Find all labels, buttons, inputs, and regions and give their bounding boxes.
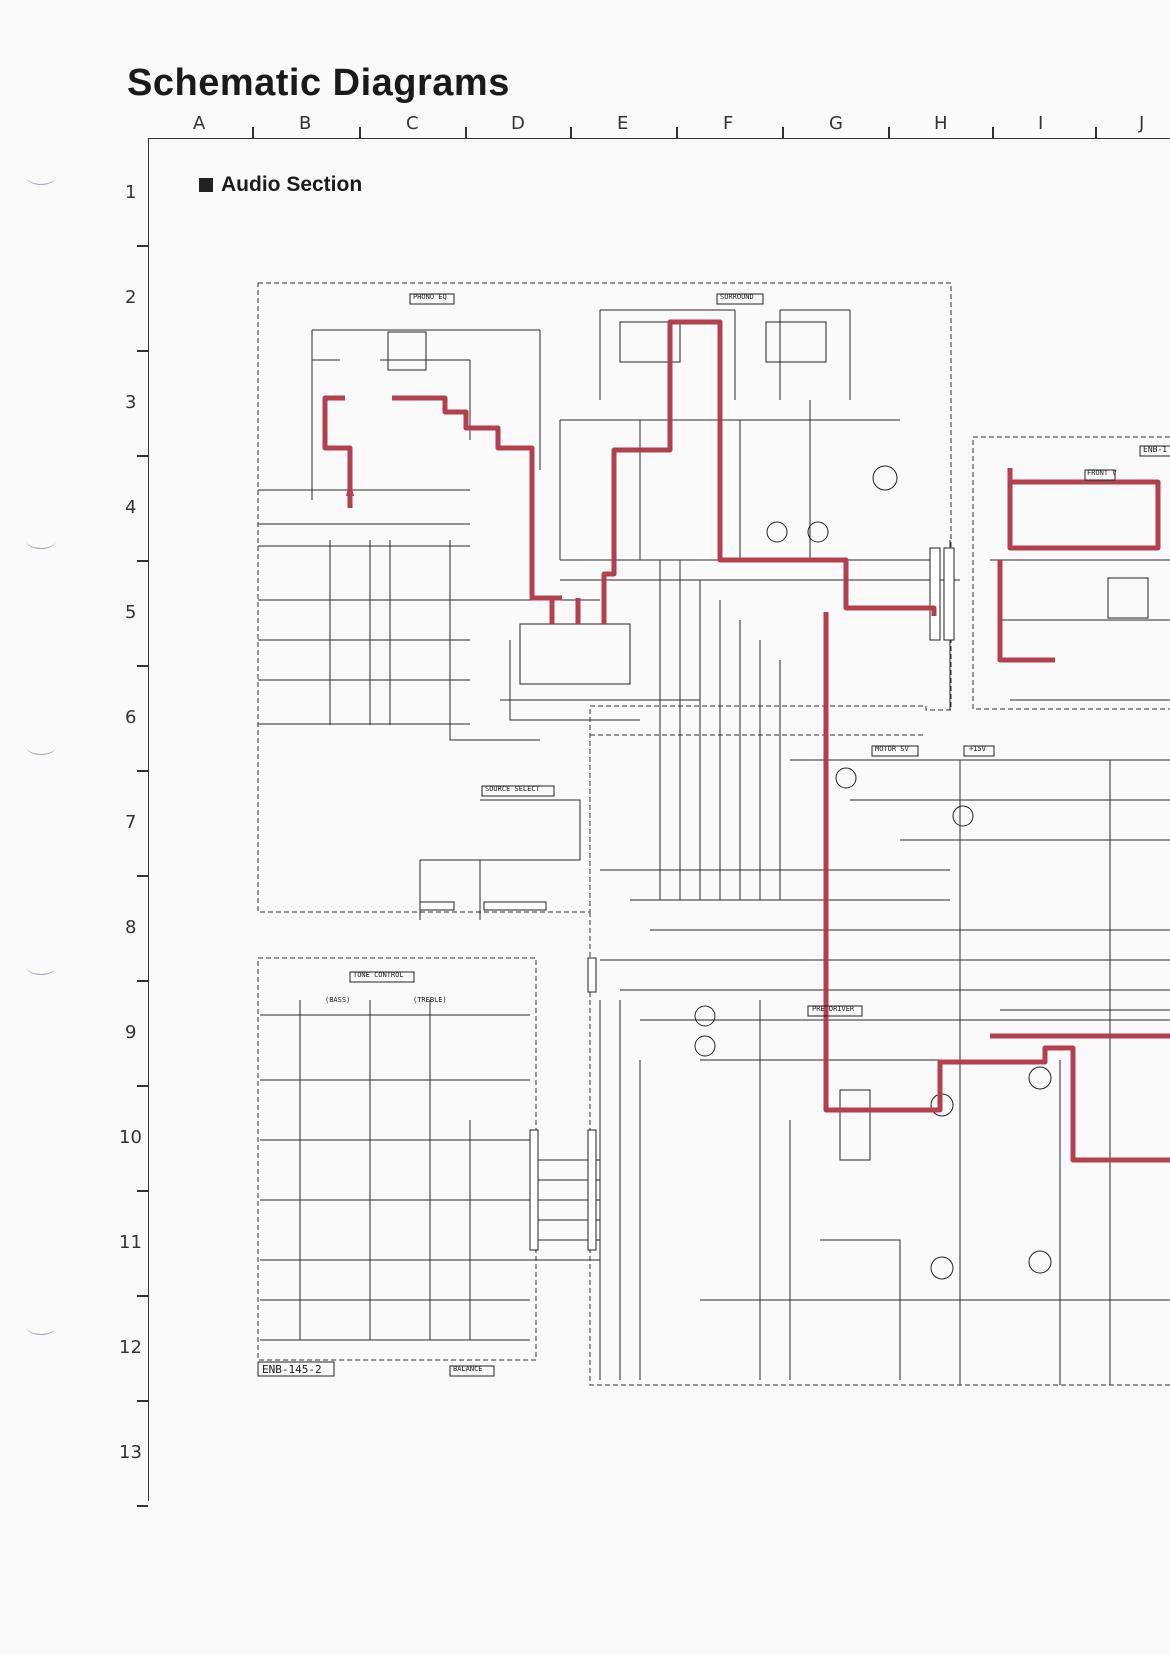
grid-column-label: G — [829, 113, 843, 134]
grid-row-tick — [137, 455, 148, 457]
grid-row-label: 10 — [119, 1127, 142, 1148]
grid-column-label: C — [406, 113, 419, 134]
grid-row-tick — [137, 875, 148, 877]
grid-row-tick — [137, 1400, 148, 1402]
grid-column-tick — [782, 127, 784, 138]
grid-row-tick — [137, 350, 148, 352]
label-motor-sv: MOTOR SV — [875, 745, 909, 753]
grid-row-label: 2 — [125, 287, 137, 308]
grid-row-label: 12 — [119, 1337, 142, 1358]
label-treble: (TREBLE) — [413, 996, 447, 1004]
section-title: Audio Section — [221, 173, 363, 196]
grid-column-tick — [465, 127, 467, 138]
grid-row-tick — [137, 665, 148, 667]
grid-column-tick — [359, 127, 361, 138]
label-enb-1: ENB-1 — [1143, 445, 1168, 454]
punch-hole-mark — [26, 738, 56, 755]
grid-column-tick — [992, 127, 994, 138]
grid-row-tick — [137, 980, 148, 982]
section-heading: Audio Section — [199, 173, 362, 197]
grid-column-tick — [888, 127, 890, 138]
grid-column-tick — [1095, 127, 1097, 138]
grid-row-label: 8 — [125, 917, 137, 938]
label-source-select: SOURCE SELECT — [485, 785, 540, 793]
grid-column-label: A — [193, 113, 206, 134]
grid-row-label: 13 — [119, 1442, 142, 1463]
grid-row-label: 4 — [125, 497, 137, 518]
label-bass: (BASS) — [325, 996, 351, 1004]
grid-row-label: 6 — [125, 707, 137, 728]
grid-row-label: 11 — [119, 1232, 142, 1253]
label-balance: BALANCE — [453, 1365, 483, 1373]
grid-row-tick — [137, 1190, 148, 1192]
grid-row-tick — [137, 1505, 148, 1507]
grid-column-label: B — [299, 113, 312, 134]
grid-row-label: 3 — [125, 392, 137, 413]
connector-pins — [419, 547, 955, 1251]
grid-row-tick — [137, 770, 148, 772]
grid-row-tick — [137, 1295, 148, 1297]
punch-hole-mark — [26, 532, 56, 549]
block-outlines — [257, 282, 1170, 1386]
label-phono-eq: PHONO EQ — [413, 293, 447, 301]
label-surround: SURROUND — [720, 293, 754, 301]
label-board-enb-145-2: ENB-145-2 — [262, 1363, 322, 1376]
grid-column-tick — [570, 127, 572, 138]
punch-hole-mark — [26, 958, 56, 975]
wiring — [258, 309, 1170, 1385]
punch-hole-mark — [26, 1318, 56, 1335]
grid-frame — [148, 138, 1170, 1501]
label-front-v: FRONT V — [1087, 469, 1117, 477]
label-tone-control: TONE CONTROL — [353, 971, 404, 979]
grid-column-label: E — [617, 113, 629, 134]
component-callouts — [257, 293, 1170, 1377]
grid-column-label: F — [723, 113, 734, 134]
grid-row-tick — [137, 1085, 148, 1087]
grid-column-tick — [252, 127, 254, 138]
grid-row-label: 7 — [125, 812, 137, 833]
grid-column-label: J — [1139, 113, 1145, 134]
grid-row-label: 5 — [125, 602, 137, 623]
label-pre-driver: PRE DRIVER — [812, 1005, 855, 1013]
punch-hole-mark — [26, 168, 56, 185]
grid-row-label: 1 — [125, 182, 137, 203]
grid-column-tick — [676, 127, 678, 138]
label-plus-15v: +15V — [969, 745, 986, 753]
grid-row-tick — [137, 245, 148, 247]
signal-direction-arrow-icon — [346, 481, 354, 496]
signal-path — [322, 319, 1170, 1163]
grid-column-label: D — [511, 113, 525, 134]
page-title: Schematic Diagrams — [127, 62, 510, 104]
square-bullet-icon — [199, 178, 213, 192]
grid-row-label: 9 — [125, 1022, 137, 1043]
transistor-symbols — [694, 465, 1052, 1280]
grid-row-tick — [137, 560, 148, 562]
grid-column-label: H — [934, 113, 948, 134]
grid-column-label: I — [1038, 113, 1044, 134]
ic-bodies — [387, 321, 1149, 1161]
